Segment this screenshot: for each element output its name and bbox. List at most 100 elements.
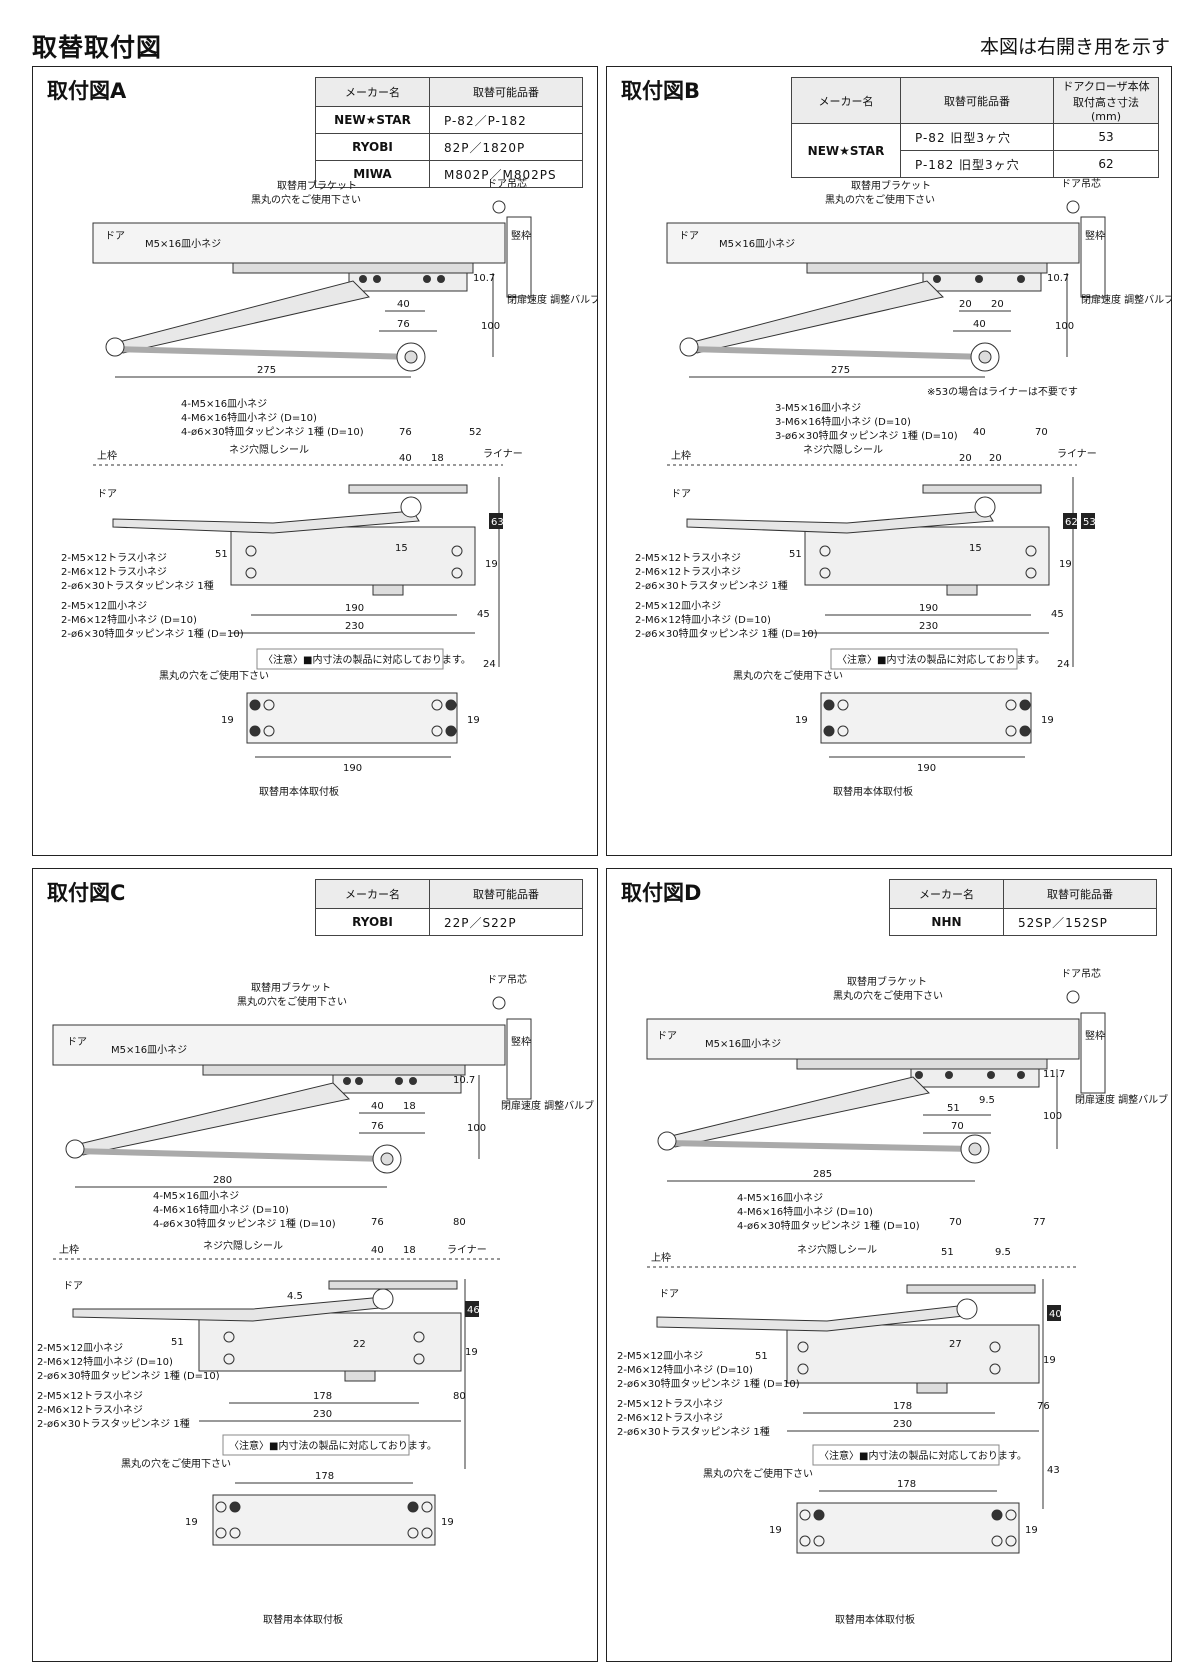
- height-dim: 63: [491, 517, 504, 528]
- screw-hole: [223, 1331, 235, 1343]
- dim: 178: [315, 1471, 334, 1482]
- dim-line: [689, 273, 1068, 378]
- closer-body-side: [786, 1324, 1040, 1384]
- seal-label: ネジ穴隠しシール: [203, 1239, 283, 1252]
- screw-hole: [245, 567, 257, 579]
- dim: 20: [959, 299, 972, 310]
- black-hole-note: 黒丸の穴をご使用下さい: [121, 1457, 231, 1470]
- screw-spec: 3-M6×16特皿小ネジ (D=10): [775, 416, 911, 428]
- plate-hole: [813, 1509, 825, 1521]
- door-label: ドア: [657, 1031, 677, 1042]
- dim: 43: [1047, 1465, 1060, 1476]
- plate-label: 取替用本体取付板: [259, 785, 339, 798]
- bracket-label: 取替用ブラケット: [847, 975, 927, 988]
- note-text: 〈注意〉■内寸法の製品に対応しております。: [229, 1439, 437, 1452]
- screw-spec: 2-ø6×30トラスタッピンネジ 1種: [635, 579, 788, 592]
- bracket-label: 取替用ブラケット: [277, 179, 357, 192]
- parts-cell: P-82／P-182: [429, 106, 583, 134]
- body-bottom: [916, 1382, 948, 1394]
- maker-header: メーカー名: [315, 77, 430, 107]
- screw-spec: 2-M6×12特皿小ネジ (D=10): [635, 614, 771, 626]
- screw-spec: 4-ø6×30特皿タッピンネジ 1種 (D=10): [153, 1217, 336, 1230]
- black-hole: [343, 1077, 351, 1085]
- dim: 178: [313, 1391, 332, 1402]
- height-cell: 62: [1053, 150, 1159, 178]
- maker-cell: NEW★STAR: [791, 123, 901, 178]
- dim: 280: [213, 1175, 232, 1186]
- spindle-side: [372, 1288, 394, 1310]
- plate-hole: [799, 1509, 811, 1521]
- dim: 27: [949, 1339, 962, 1350]
- door-label: ドア: [105, 231, 125, 242]
- liner-plate: [922, 484, 1042, 494]
- drawing-c: ドア ドア吊芯 竪枠 取替用ブラケット 黒丸の穴をご使用下さい M5×16皿小ネ…: [37, 973, 594, 1626]
- screw-spec: 4-M6×16特皿小ネジ (D=10): [153, 1204, 289, 1216]
- bracket-label: 取替用ブラケット: [251, 981, 331, 994]
- dim: 18: [403, 1245, 416, 1256]
- panel-title: 取付図D: [621, 881, 702, 905]
- dim: 18: [431, 453, 444, 464]
- screw-hole: [413, 1331, 425, 1343]
- mount-plate: [246, 692, 458, 744]
- screw-spec: 3-ø6×30特皿タッピンネジ 1種 (D=10): [775, 429, 958, 442]
- screw-spec: 2-M5×12皿小ネジ: [61, 600, 147, 612]
- bracket-label: 取替用ブラケット: [851, 179, 931, 192]
- closer-body-side: [804, 526, 1050, 586]
- jamb: [506, 1018, 532, 1100]
- dim: 10.7: [1047, 273, 1069, 284]
- pivot-mark: [1066, 200, 1080, 214]
- arm-rod: [688, 346, 988, 360]
- dim: 100: [1055, 321, 1074, 332]
- plate-label: 取替用本体取付板: [263, 1613, 343, 1626]
- plate-hole: [263, 725, 275, 737]
- screw-hole: [989, 1363, 1001, 1375]
- screw-spec: 2-M5×12トラス小ネジ: [635, 552, 741, 564]
- bracket-note: 黒丸の穴をご使用下さい: [825, 193, 935, 206]
- jamb: [506, 216, 532, 298]
- spindle-inner: [978, 350, 992, 364]
- dim: 19: [1025, 1525, 1038, 1536]
- dim: 19: [465, 1347, 478, 1358]
- black-hole: [1017, 275, 1025, 283]
- screw-spec: 2-ø6×30トラスタッピンネジ 1種: [37, 1417, 190, 1430]
- screw-spec: 2-M6×12特皿小ネジ (D=10): [37, 1356, 173, 1368]
- dim: 20: [959, 453, 972, 464]
- parts-cell: 22P／S22P: [429, 908, 583, 936]
- screw-spec: 2-M6×12トラス小ネジ: [37, 1404, 143, 1416]
- dim: 76: [1037, 1401, 1050, 1412]
- screw-spec: 2-ø6×30トラスタッピンネジ 1種: [617, 1425, 770, 1438]
- dim: 19: [467, 715, 480, 726]
- plate-hole: [813, 1535, 825, 1547]
- plate-hole: [823, 699, 835, 711]
- screw-spec: 2-ø6×30トラスタッピンネジ 1種: [61, 579, 214, 592]
- seal-label: ネジ穴隠しシール: [797, 1243, 877, 1256]
- screw-spec: 4-ø6×30特皿タッピンネジ 1種 (D=10): [737, 1219, 920, 1232]
- plate-label: 取替用本体取付板: [833, 785, 913, 798]
- head-jamb-label: 上枠: [651, 1251, 671, 1264]
- plate-hole: [823, 725, 835, 737]
- parts-header: 取替可能品番: [900, 77, 1054, 124]
- screw-spec: 4-M5×16皿小ネジ: [737, 1192, 823, 1204]
- pivot-label: ドア吊芯: [1061, 967, 1101, 980]
- maker-cell: MIWA: [315, 160, 430, 188]
- plate-hole: [249, 699, 261, 711]
- dim: 40: [973, 427, 986, 438]
- plate-hole: [215, 1527, 227, 1539]
- black-hole: [409, 1077, 417, 1085]
- parts-cell: P-182 旧型3ヶ穴: [900, 150, 1054, 178]
- black-hole: [395, 1077, 403, 1085]
- dim: 230: [919, 621, 938, 632]
- maker-table: メーカー名取替可能品番ドアクローザ本体 取付高さ寸法 (mm) NEW★STAR…: [791, 77, 1159, 178]
- dim: 230: [345, 621, 364, 632]
- plate-hole: [445, 699, 457, 711]
- note-box: [222, 1434, 410, 1456]
- pivot-label: ドア吊芯: [487, 973, 527, 986]
- spindle-side: [400, 496, 422, 518]
- maker-cell: RYOBI: [315, 908, 430, 936]
- dim: 11.7: [1043, 1069, 1065, 1080]
- spindle-inner: [380, 1152, 394, 1166]
- dim: 10.7: [473, 273, 495, 284]
- dim: 19: [1059, 559, 1072, 570]
